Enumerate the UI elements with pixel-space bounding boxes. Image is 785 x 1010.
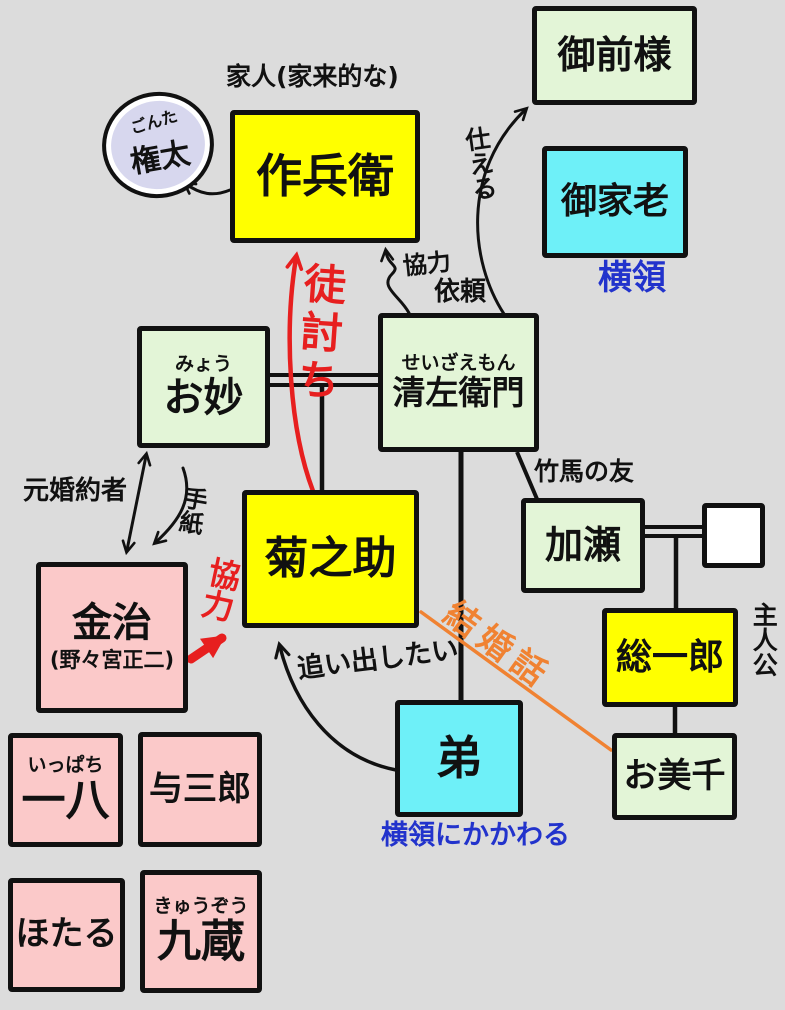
node-otouto-label: 弟 [436, 731, 482, 786]
node-ippachi-furigana: いっぱち [27, 753, 104, 776]
node-gonta-cloud: ごんた 権太 [93, 83, 223, 207]
node-kinji-sublabel: (野々宮正二) [49, 647, 175, 672]
node-otouto: 弟 [395, 700, 523, 817]
node-souichirou: 総一郎 [602, 608, 738, 707]
node-kyuuzou-label: 九蔵 [157, 916, 245, 968]
label-kyouryoku-red: 協力 [194, 553, 245, 625]
node-hotaru: ほたる [8, 878, 125, 992]
node-kinji: 金治 (野々宮正二) [36, 562, 188, 713]
label-oidashitai: 追い出したい [295, 634, 461, 685]
label-tegami: 手紙 [173, 484, 210, 537]
label-irai-line2: 依頼 [434, 277, 487, 307]
node-kase-wife-blank [702, 503, 765, 568]
node-omichi-label: お美千 [623, 755, 726, 796]
node-gokarou-label: 御家老 [560, 181, 669, 223]
label-ouryou: 横領 [598, 258, 666, 298]
node-kikunosuke: 菊之助 [242, 490, 419, 628]
node-otae-furigana: みょう [174, 353, 232, 375]
node-kase-label: 加瀬 [544, 522, 621, 567]
node-gozensama-label: 御前様 [557, 32, 672, 77]
label-chikubanotomo: 竹馬の友 [534, 457, 635, 486]
node-seizaemon: せいざえもん 清左衛門 [378, 313, 539, 452]
node-kikunosuke-label: 菊之助 [264, 532, 397, 584]
node-sakubei-label: 作兵衛 [256, 149, 394, 204]
node-otae: みょう お妙 [137, 326, 270, 448]
label-kajin: 家人(家来的な) [226, 62, 399, 91]
node-otae-label: お妙 [163, 375, 244, 421]
label-tsukaeru: 仕える [460, 124, 500, 203]
node-seizaemon-furigana: せいざえもん [401, 352, 516, 375]
node-yosaburou: 与三郎 [138, 732, 262, 847]
node-omichi: お美千 [612, 733, 737, 820]
node-kase: 加瀬 [521, 498, 645, 593]
label-motokonyakusha: 元婚約者 [23, 476, 128, 506]
node-souichirou-label: 総一郎 [615, 636, 724, 678]
node-kinji-label: 金治 [72, 599, 152, 646]
node-sakubei: 作兵衛 [230, 110, 420, 243]
node-kyuuzou: きゅうぞう 九蔵 [140, 870, 262, 993]
node-ippachi: いっぱち 一八 [8, 733, 123, 847]
arrow-kyouryoku-thick-red [186, 633, 227, 664]
node-ippachi-label: 一八 [21, 774, 110, 826]
label-ouryou-ni-kakawaru: 横領にかかわる [381, 820, 570, 851]
node-hotaru-label: ほたる [15, 914, 118, 955]
node-gozensama: 御前様 [532, 6, 697, 105]
node-gokarou: 御家老 [542, 146, 688, 258]
node-yosaburou-label: 与三郎 [149, 768, 251, 809]
node-kyuuzou-furigana: きゅうぞう [153, 895, 249, 918]
label-kyouryoku-line1: 協力 [401, 247, 453, 281]
node-seizaemon-label: 清左衛門 [392, 373, 525, 413]
label-adauchi: 徒討ち [289, 260, 349, 408]
arrow-motokonyakusha-double [121, 450, 152, 556]
label-shujinkou: 主人公 [749, 602, 779, 677]
